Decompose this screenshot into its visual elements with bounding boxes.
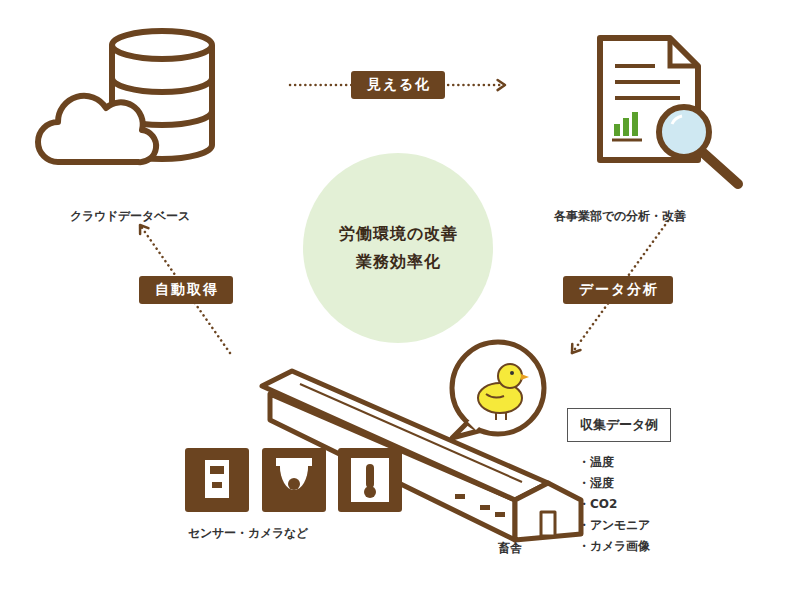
node-text: 畜舎 (498, 540, 522, 557)
data-example-box: 収集データ例 (567, 408, 671, 442)
data-item: ・CO2 (578, 496, 617, 513)
sensor-icons (185, 448, 402, 512)
node-text: 各事業部での分析・改善 (520, 208, 720, 225)
chick-bubble (452, 342, 544, 438)
edge-label-pill: 自動取得 (139, 276, 233, 304)
node-text: クラウドデータベース (30, 208, 230, 225)
edge-label-pill: 見える化 (351, 71, 445, 99)
node-text: 収集データ例 (580, 416, 658, 434)
node-text: 労働環境の改善 業務効率化 (337, 220, 459, 276)
sensor-label: センサー・カメラなど (188, 525, 308, 542)
data-item: ・アンモニア (578, 517, 650, 534)
cloud-icon (38, 96, 156, 162)
data-item: ・湿度 (578, 475, 614, 492)
arrowhead (140, 225, 148, 234)
arrowhead (498, 80, 505, 90)
database-node: クラウドデータベース (30, 28, 230, 203)
goal-circle: 労働環境の改善 業務効率化 (303, 153, 493, 343)
edge-label-pill: データ分析 (563, 276, 673, 304)
analysis-node: 各事業部での分析・改善 (520, 28, 720, 203)
data-item: ・カメラ画像 (578, 538, 650, 555)
arrowhead (572, 344, 580, 353)
report-icon (600, 38, 738, 184)
data-item: ・温度 (578, 454, 614, 471)
